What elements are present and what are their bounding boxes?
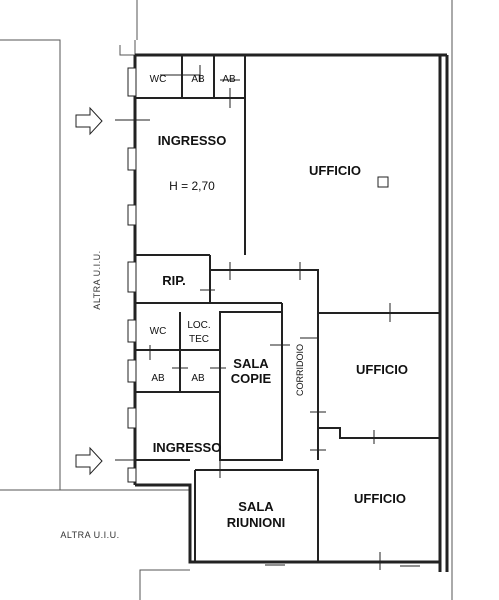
ab-mid-2-label: AB xyxy=(191,373,205,384)
height-label: H = 2,70 xyxy=(169,179,215,193)
ingresso-top-label: INGRESSO xyxy=(158,133,227,148)
ufficio-main-label: UFFICIO xyxy=(309,163,361,178)
loc-tec-line2: TEC xyxy=(189,334,209,345)
corridoio-label: CORRIDOIO xyxy=(295,344,305,396)
wc-mid-label: WC xyxy=(150,326,167,337)
sala-riunioni-line1: SALA xyxy=(238,499,274,514)
neighbour-boundary xyxy=(0,0,453,600)
ufficio-bottom-label: UFFICIO xyxy=(354,491,406,506)
entrance-arrow-icon xyxy=(75,446,103,476)
left-windows xyxy=(127,67,137,483)
wc-top-label: WC xyxy=(150,74,167,85)
sala-copie-line1: SALA xyxy=(233,356,269,371)
altra-uiu-bottom-label: ALTRA U.I.U. xyxy=(60,530,119,540)
entrance-arrow-icon xyxy=(75,106,103,136)
ab-top-1-label: AB xyxy=(191,74,205,85)
ab-top-2-label: AB xyxy=(222,74,236,85)
sala-riunioni-line2: RIUNIONI xyxy=(227,515,286,530)
door-marks xyxy=(115,65,420,570)
altra-uiu-vertical-label: ALTRA U.I.U. xyxy=(92,250,102,309)
rip-label: RIP. xyxy=(162,273,186,288)
ab-mid-1-label: AB xyxy=(151,373,165,384)
room-labels: WC AB AB INGRESSO H = 2,70 UFFICIO RIP. … xyxy=(150,74,408,530)
column-mark xyxy=(377,176,389,188)
ingresso-bottom-label: INGRESSO xyxy=(153,440,222,455)
ufficio-mid-label: UFFICIO xyxy=(356,362,408,377)
sala-copie-line2: COPIE xyxy=(231,371,272,386)
loc-tec-line1: LOC. xyxy=(187,320,210,331)
